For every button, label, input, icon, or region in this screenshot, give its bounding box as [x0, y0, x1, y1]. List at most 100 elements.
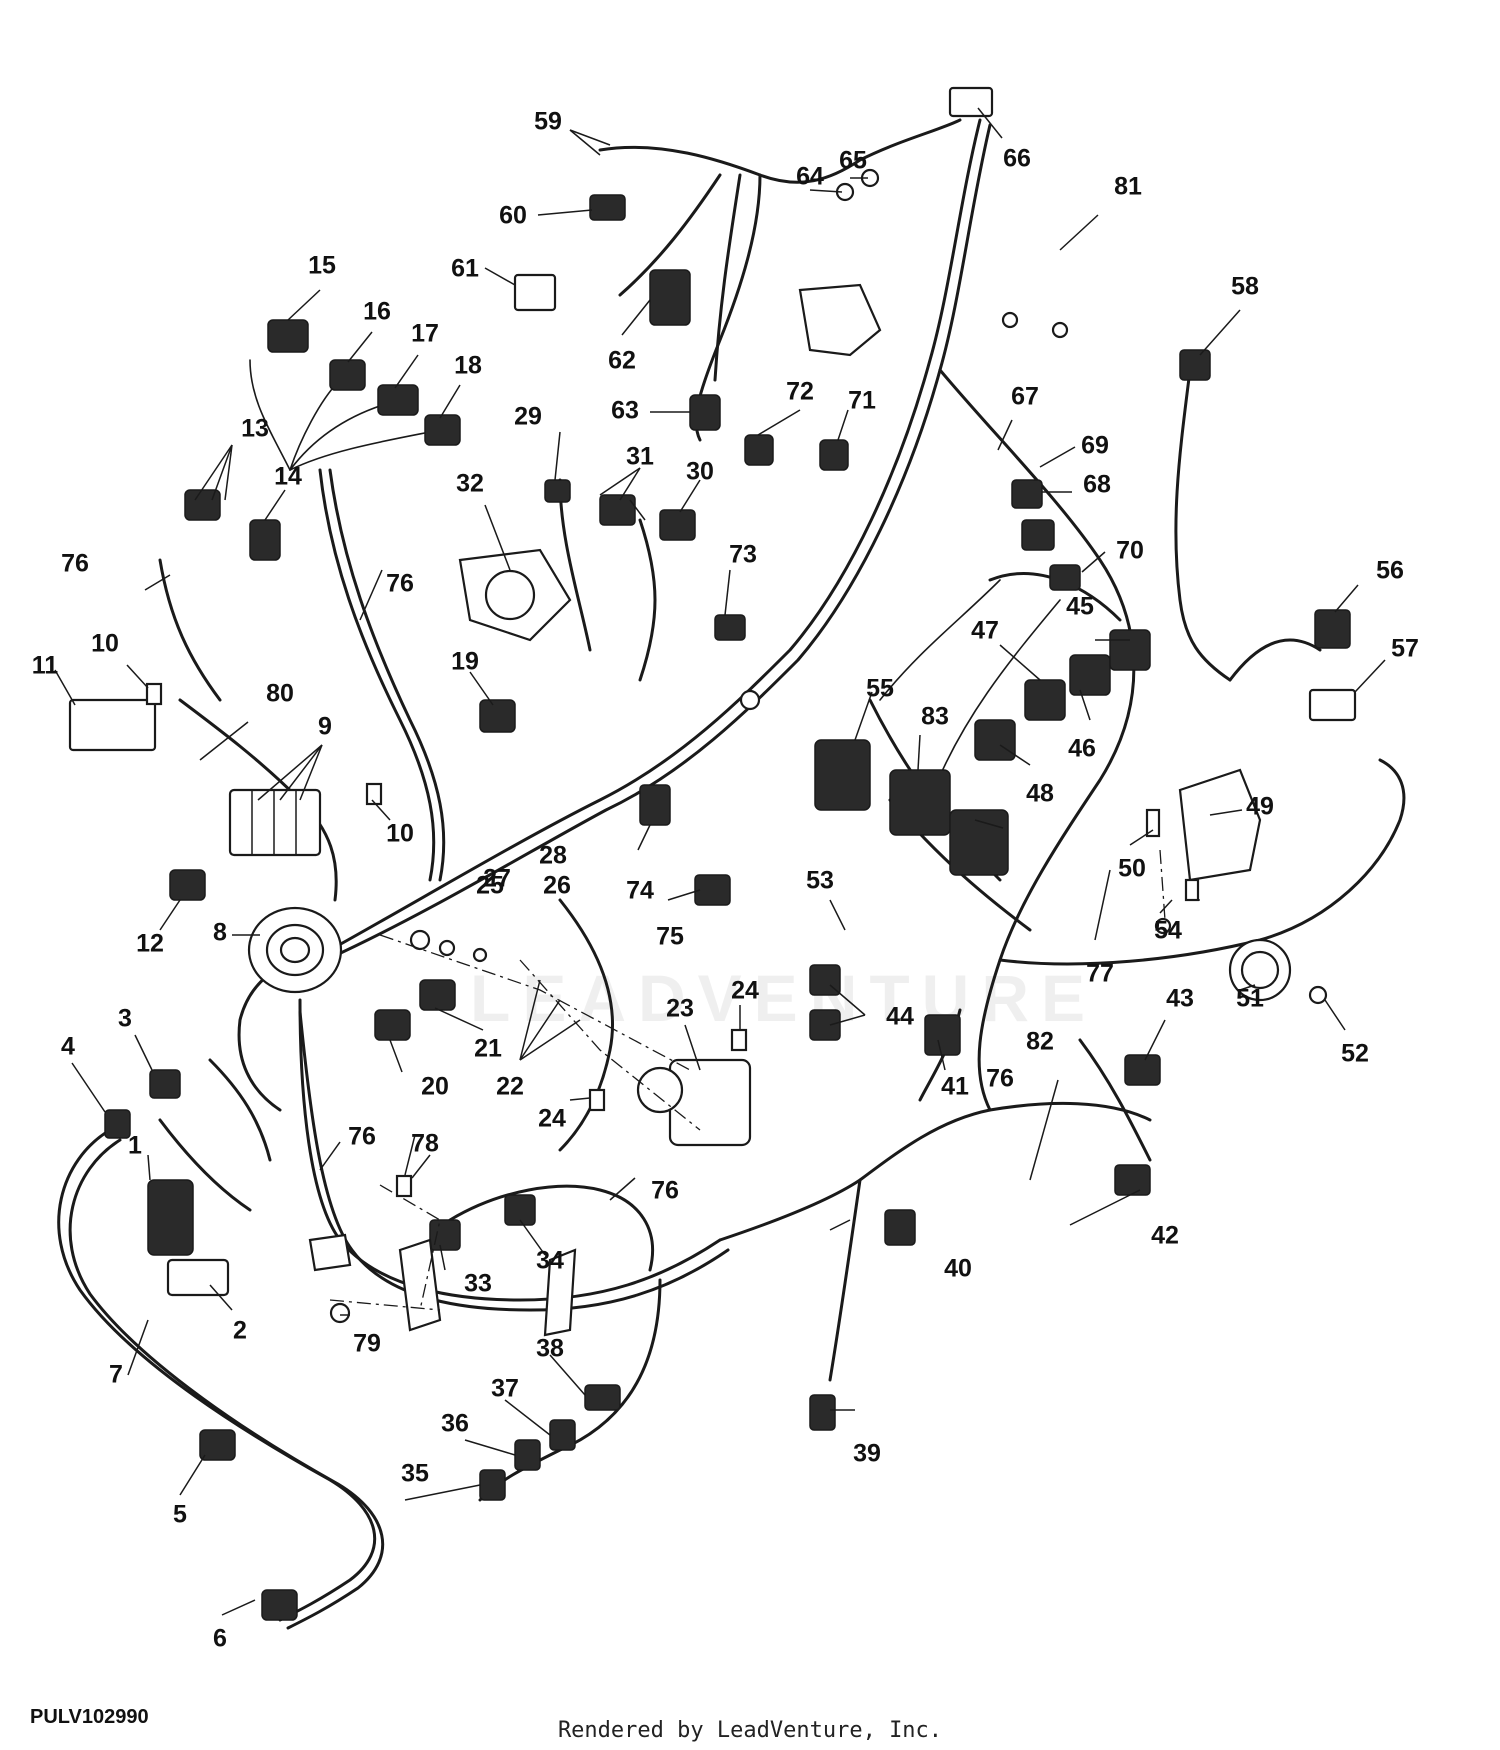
callout-77: 77 — [1086, 960, 1114, 988]
connector — [689, 394, 721, 431]
callout-59: 59 — [534, 108, 562, 136]
connector — [249, 519, 281, 561]
callout-83: 83 — [921, 703, 949, 731]
callout-60: 60 — [499, 202, 527, 230]
connector — [744, 434, 774, 466]
connector — [659, 509, 696, 541]
switch-body — [668, 1058, 752, 1147]
main-harness-trunk — [328, 118, 982, 952]
render-credit: Rendered by LeadVenture, Inc. — [557, 1718, 943, 1743]
connector — [948, 86, 994, 118]
connector — [599, 494, 636, 526]
ecu-connector — [889, 769, 951, 836]
connector — [429, 1219, 461, 1251]
washer — [438, 939, 456, 957]
callout-44: 44 — [886, 1003, 914, 1031]
callout-6: 6 — [213, 1625, 227, 1653]
connector — [884, 1209, 916, 1246]
callout-47: 47 — [971, 617, 999, 645]
connector — [166, 1258, 230, 1297]
callout-72: 72 — [786, 378, 814, 406]
ring-terminal — [1308, 985, 1328, 1005]
bolt — [588, 1088, 606, 1112]
bolt — [1184, 878, 1200, 902]
callout-29: 29 — [514, 403, 542, 431]
figure-id: PULV102990 — [30, 1706, 149, 1728]
connector — [694, 874, 731, 906]
connector — [1308, 688, 1357, 722]
callout-leaders — [54, 107, 1386, 1616]
callout-25: 25 — [476, 872, 504, 900]
connector — [1109, 629, 1151, 671]
connector — [147, 1179, 194, 1256]
bolt — [1145, 808, 1161, 838]
ecu-connector — [814, 739, 871, 811]
callout-17: 17 — [411, 320, 439, 348]
connector — [1069, 654, 1111, 696]
fuse-holder — [68, 698, 157, 752]
callout-45: 45 — [1066, 593, 1094, 621]
callout-2: 2 — [233, 1317, 247, 1345]
callout-26: 26 — [543, 872, 571, 900]
callout-39: 39 — [853, 1440, 881, 1468]
right-harness-wire — [938, 368, 1136, 1112]
callout-43: 43 — [1166, 985, 1194, 1013]
callout-76e: 76 — [986, 1065, 1014, 1093]
top-branch-wire — [598, 118, 962, 184]
terminal-cover — [798, 283, 882, 357]
connector — [649, 269, 691, 326]
connector-7-wire — [57, 1128, 377, 1622]
callout-64: 64 — [796, 163, 824, 191]
ring-terminal — [1001, 311, 1019, 329]
callout-35: 35 — [401, 1460, 429, 1488]
connector — [1021, 519, 1055, 551]
callout-24a: 24 — [731, 977, 759, 1005]
callout-79: 79 — [353, 1330, 381, 1358]
callout-48: 48 — [1026, 780, 1054, 808]
callout-54: 54 — [1154, 917, 1182, 945]
mounting-bracket — [308, 1233, 352, 1272]
callout-74: 74 — [626, 877, 654, 905]
callout-42: 42 — [1151, 1222, 1179, 1250]
callout-9: 9 — [318, 713, 332, 741]
connector — [544, 479, 571, 503]
callout-61: 61 — [451, 255, 479, 283]
bolt — [145, 682, 163, 706]
connector — [809, 1009, 841, 1041]
connector — [589, 194, 626, 221]
callout-46: 46 — [1068, 735, 1096, 763]
callout-27: 27 — [483, 865, 511, 893]
callout-3: 3 — [118, 1005, 132, 1033]
harness-components — [68, 86, 1357, 1621]
bolt — [365, 782, 383, 806]
callout-68: 68 — [1083, 471, 1111, 499]
callout-14: 14 — [274, 463, 302, 491]
ring-terminal — [739, 689, 761, 711]
nut — [1154, 917, 1172, 935]
callout-38: 38 — [536, 1335, 564, 1363]
callout-12: 12 — [136, 930, 164, 958]
connector — [1114, 1164, 1151, 1196]
connector — [329, 359, 366, 391]
callout-55: 55 — [866, 675, 894, 703]
connector — [513, 273, 557, 312]
connector — [149, 1069, 181, 1099]
callout-10a: 10 — [91, 630, 119, 658]
connector — [1024, 679, 1066, 721]
callout-50: 50 — [1118, 855, 1146, 883]
callout-52: 52 — [1341, 1040, 1369, 1068]
bottom-branch-wire — [718, 1101, 1152, 1242]
callout-19: 19 — [451, 648, 479, 676]
callout-21: 21 — [474, 1035, 502, 1063]
connector — [169, 869, 206, 901]
connector — [479, 699, 516, 733]
nut — [409, 929, 431, 951]
callout-81: 81 — [1114, 173, 1142, 201]
connector — [267, 319, 309, 353]
connector — [819, 439, 849, 471]
callout-76d: 76 — [651, 1177, 679, 1205]
callout-32: 32 — [456, 470, 484, 498]
callout-24b: 24 — [538, 1105, 566, 1133]
callout-13: 13 — [241, 415, 269, 443]
